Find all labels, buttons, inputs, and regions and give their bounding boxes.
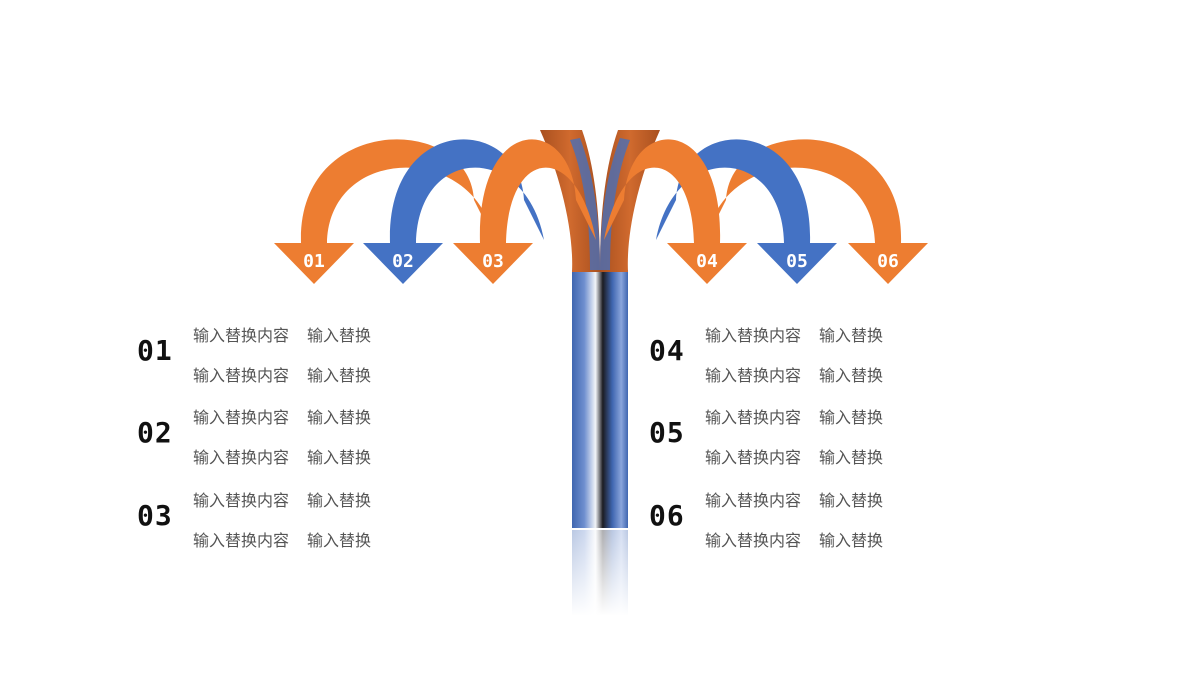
arrow-01 (274, 139, 494, 284)
item-text-secondary: 输入替换 (819, 531, 884, 550)
item-text-secondary: 输入替换 (307, 326, 372, 345)
arrow-label-01: 01 (303, 251, 325, 272)
item-number: 06 (649, 499, 685, 532)
arrow-05 (656, 139, 837, 284)
arrow-group: 01 06 02 05 03 04 (274, 139, 928, 284)
item-text-primary: 输入替换内容 (705, 448, 802, 467)
item-text-secondary: 输入替换 (819, 491, 884, 510)
item-text-secondary: 输入替换 (307, 408, 372, 427)
cable-body (572, 270, 628, 528)
item-text-line: 输入替换内容输入替换 (705, 487, 883, 511)
item-text-secondary: 输入替换 (307, 531, 372, 550)
item-text-line: 输入替换内容输入替换 (193, 527, 371, 551)
item-text-primary: 输入替换内容 (705, 326, 802, 345)
item-text-primary: 输入替换内容 (193, 366, 290, 385)
arrow-label-04: 04 (696, 251, 718, 272)
item-text-primary: 输入替换内容 (193, 408, 290, 427)
item-text-line: 输入替换内容输入替换 (705, 444, 883, 468)
wire-root-shadow (570, 138, 600, 270)
item-text-primary: 输入替换内容 (193, 491, 290, 510)
item-text-line: 输入替换内容输入替换 (705, 322, 883, 346)
item-text-secondary: 输入替换 (819, 326, 884, 345)
item-text-primary: 输入替换内容 (705, 408, 802, 427)
item-text-primary: 输入替换内容 (193, 531, 290, 550)
item-text-primary: 输入替换内容 (705, 491, 802, 510)
item-number: 02 (137, 416, 173, 449)
item-text-secondary: 输入替换 (307, 448, 372, 467)
item-text-line: 输入替换内容输入替换 (193, 444, 371, 468)
item-text-line: 输入替换内容输入替换 (193, 362, 371, 386)
item-text-primary: 输入替换内容 (705, 531, 802, 550)
item-text-secondary: 输入替换 (307, 491, 372, 510)
item-text-line: 输入替换内容输入替换 (705, 527, 883, 551)
item-text-primary: 输入替换内容 (705, 366, 802, 385)
arrow-03 (453, 139, 596, 284)
item-text-secondary: 输入替换 (819, 408, 884, 427)
arrow-04 (604, 139, 747, 284)
arrow-label-05: 05 (786, 251, 808, 272)
item-number: 04 (649, 334, 685, 367)
item-text-secondary: 输入替换 (307, 366, 372, 385)
cable-reflection (570, 530, 630, 616)
item-text-primary: 输入替换内容 (193, 448, 290, 467)
item-number: 03 (137, 499, 173, 532)
item-number: 05 (649, 416, 685, 449)
item-number: 01 (137, 334, 173, 367)
arrow-label-06: 06 (877, 251, 899, 272)
item-text-line: 输入替换内容输入替换 (193, 487, 371, 511)
arrow-label-03: 03 (482, 251, 504, 272)
item-text-primary: 输入替换内容 (193, 326, 290, 345)
item-text-line: 输入替换内容输入替换 (705, 404, 883, 428)
arrow-06 (706, 139, 928, 284)
arrow-02 (363, 139, 544, 284)
item-text-secondary: 输入替换 (819, 366, 884, 385)
item-text-line: 输入替换内容输入替换 (193, 322, 371, 346)
wire-root-shadow (600, 138, 630, 270)
arrow-label-02: 02 (392, 251, 414, 272)
item-text-secondary: 输入替换 (819, 448, 884, 467)
item-text-line: 输入替换内容输入替换 (193, 404, 371, 428)
item-text-line: 输入替换内容输入替换 (705, 362, 883, 386)
